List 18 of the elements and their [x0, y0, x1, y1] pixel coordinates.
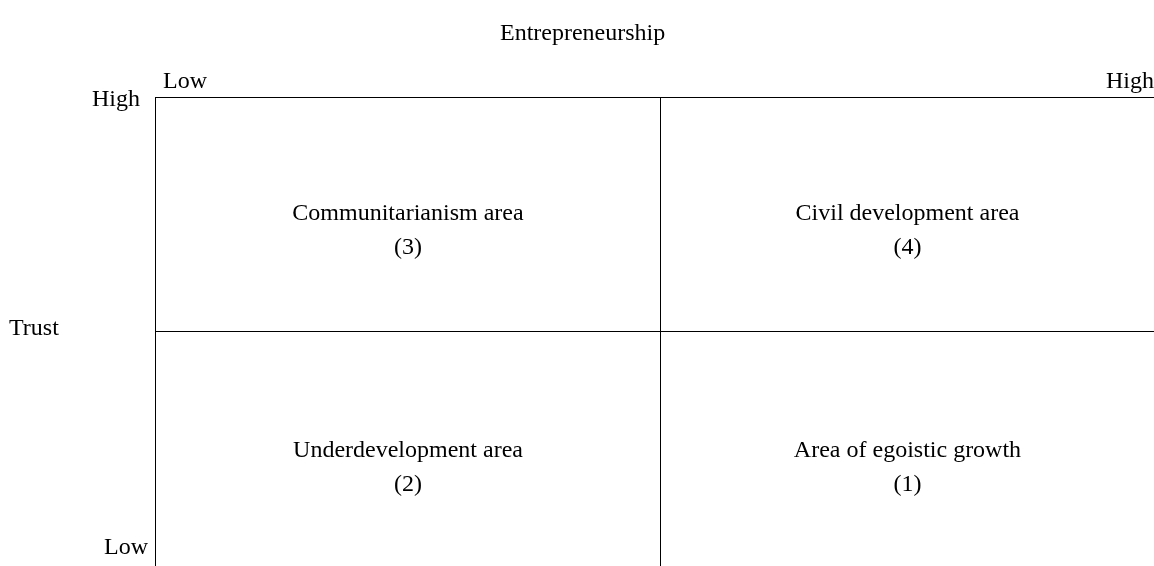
axis-label: Low: [163, 66, 207, 94]
quadrant-number: (2): [394, 468, 422, 498]
quadrant-title: Communitarianism area: [292, 197, 524, 227]
quadrant-number: (1): [893, 468, 922, 498]
quadrant-title: Area of egoistic growth: [793, 434, 1022, 464]
quadrant: [155, 331, 660, 566]
axis-title: Trust: [9, 313, 59, 341]
quadrant-title: Civil development area: [795, 197, 1020, 227]
quadrant-number: (4): [893, 231, 922, 261]
quadrant-number: (3): [394, 231, 422, 261]
quadrant-title: Underdevelopment area: [293, 434, 523, 464]
quadrant: [155, 97, 660, 331]
quadrant: [660, 331, 1154, 566]
axis-label: High: [92, 84, 140, 112]
axis-label: Low: [104, 532, 148, 560]
axis-label: High: [1106, 66, 1154, 94]
quadrant: [660, 97, 1154, 331]
axis-title: Entrepreneurship: [500, 18, 666, 46]
